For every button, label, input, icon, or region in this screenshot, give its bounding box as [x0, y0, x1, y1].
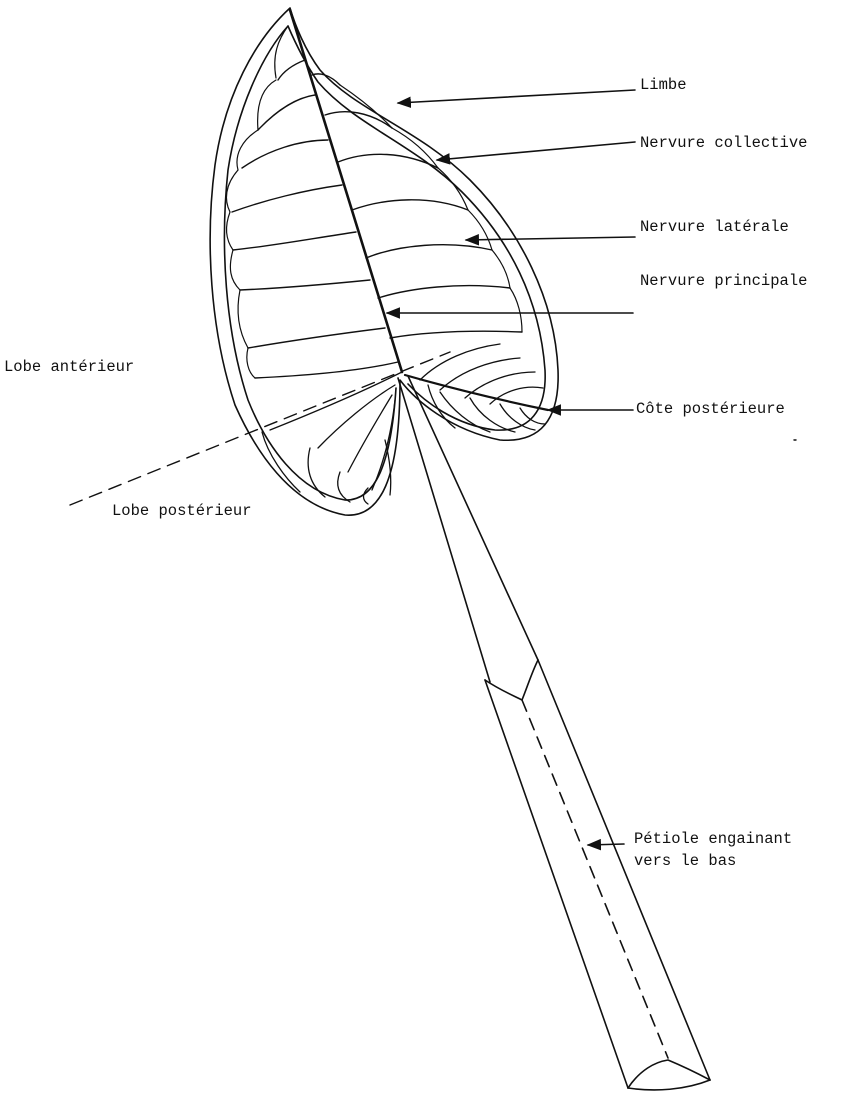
label-petiole-line1: Pétiole engainant	[634, 828, 792, 850]
label-limbe: Limbe	[640, 74, 687, 96]
lateral-veins-right	[312, 74, 522, 338]
leader-petiole	[588, 844, 624, 845]
leader-nervure-collective	[437, 142, 635, 160]
label-petiole-line2: vers le bas	[634, 850, 792, 872]
label-lobe-posterieur: Lobe postérieur	[112, 500, 252, 522]
petiole	[398, 376, 710, 1090]
label-cote-posterieure: Côte postérieure	[636, 398, 785, 420]
label-lobe-anterieur: Lobe antérieur	[4, 356, 134, 378]
petiole-sheath-upper	[485, 660, 538, 700]
annotation-leaders	[387, 90, 635, 845]
marginal-loops	[226, 26, 522, 378]
label-nervure-collective: Nervure collective	[640, 132, 807, 154]
label-nervure-laterale: Nervure latérale	[640, 216, 789, 238]
petiole-inner-dashed	[522, 700, 668, 1058]
lateral-veins-left	[232, 60, 398, 378]
leaf-blade-outline	[210, 8, 558, 515]
posterior-lobe-veins-right	[405, 344, 548, 432]
label-petiole: Pétiole engainant vers le bas	[634, 828, 792, 872]
label-nervure-principale: Nervure principale	[640, 270, 807, 292]
petiole-sheath-bottom	[628, 1080, 710, 1090]
leader-nervure-laterale	[466, 237, 635, 240]
petiole-sheath-left	[485, 680, 628, 1088]
leader-limbe	[398, 90, 635, 103]
posterior-lobe-veins-left	[262, 372, 402, 504]
